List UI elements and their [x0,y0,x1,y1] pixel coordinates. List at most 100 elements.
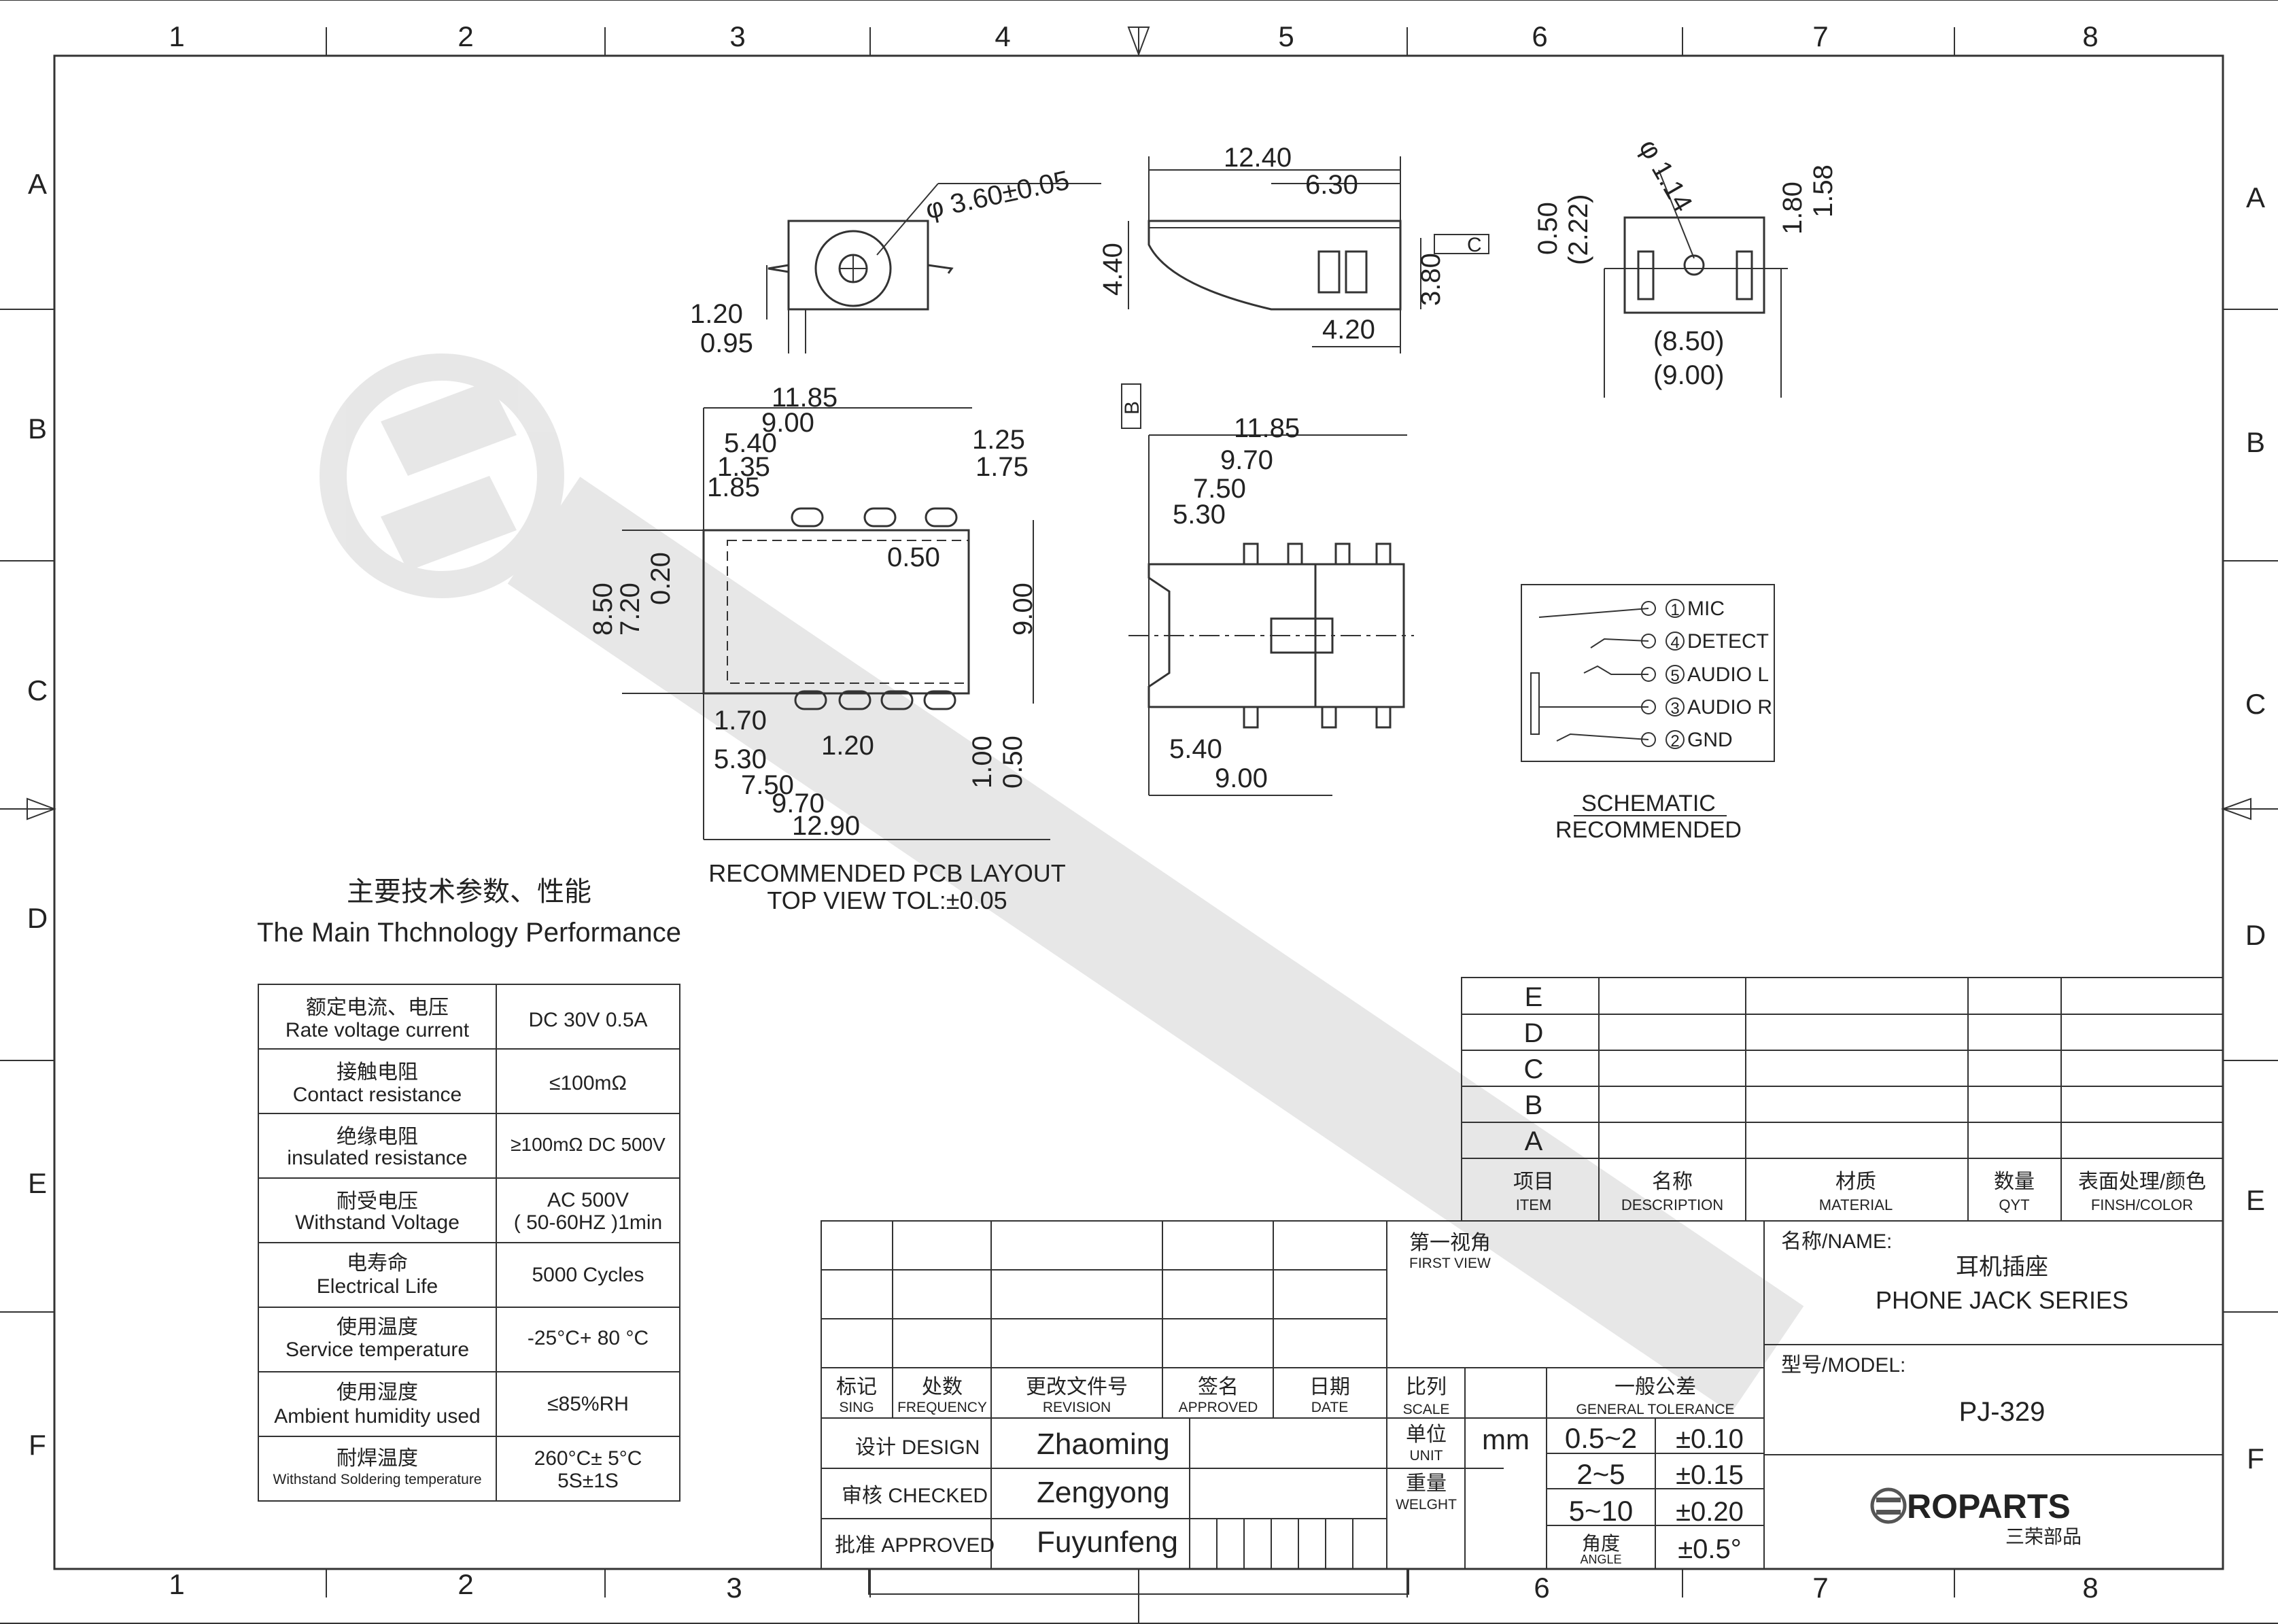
rev-header-en: DATE [1311,1400,1348,1415]
top-view-dims: B 11.85 9.70 7.50 5.30 5.40 9.00 [1121,401,1300,793]
spec-label-en: insulated resistance [287,1147,467,1169]
dim-pcb-bot-7: 1.00 [967,736,997,789]
unit-cn: 单位 [1406,1423,1447,1446]
col-label: 1 [169,1568,184,1600]
parts-header-cn: 项目 [1513,1171,1554,1193]
front-view-dims: φ 3.60±0.05 1.20 0.95 [690,165,1072,358]
dim-end-3: 1.80 [1778,182,1808,235]
weight-en: WELGHT [1396,1497,1457,1513]
pcb-caption-2: TOP VIEW TOL:±0.05 [767,886,1007,914]
col-label: 2 [458,20,473,52]
dim-pcb-bot-1: 1.70 [714,706,767,736]
spec-label-cn: 使用温度 [336,1316,418,1338]
design-name: Zhaoming [1037,1428,1170,1461]
dim-pcb-bot-3: 1.20 [821,731,874,761]
col-label: 4 [995,20,1010,52]
dim-pcb-mid-2: 0.20 [646,552,676,605]
parts-header-cn: 名称 [1652,1171,1693,1193]
dim-top-6: 9.00 [1215,763,1268,793]
pin-label: GND [1687,729,1733,751]
col-label: 5 [1278,20,1294,52]
spec-label-cn: 耐焊温度 [336,1447,418,1470]
spec-table-grid [258,984,680,1502]
spec-label-cn: 耐受电压 [336,1190,418,1213]
col-label: 8 [2082,1572,2098,1604]
parts-header-en: MATERIAL [1819,1196,1893,1213]
spec-value-2: 5S±1S [557,1470,619,1492]
dim-end-6: (9.00) [1653,360,1725,390]
spec-label-en: Withstand Voltage [295,1211,460,1234]
row-label: D [2245,919,2266,951]
dim-front-1: 1.20 [690,299,743,329]
parts-row-label: E [1525,982,1543,1012]
pin-label: AUDIO L [1687,663,1769,686]
spec-title: 主要技术参数、性能 The Main Thchnology Performanc… [257,877,681,948]
dim-pcb-bot-8: 0.50 [998,736,1028,789]
dim-pcb-top-4: 1.35 [717,452,770,482]
schematic [1521,584,1775,816]
pin-number: 2 [1670,732,1679,750]
pin-number: 1 [1670,601,1679,619]
parts-row-label: B [1525,1090,1543,1120]
dim-pcb-top-7: 1.75 [976,452,1029,482]
rev-header-cn: 日期 [1309,1376,1350,1398]
scale-cn: 比列 [1406,1376,1447,1398]
pcb-layout [622,407,1050,840]
parts-table-text: E D C B A 项目 ITEM 名称 DESCRIPTION 材质 MATE… [1513,982,2206,1213]
datum-c: C [1467,234,1482,256]
dim-pcb-bot-6: 12.90 [792,811,860,841]
rev-header-cn: 签名 [1198,1376,1239,1398]
spec-label-cn: 额定电流、电压 [306,997,449,1019]
dim-side-5: 4.20 [1322,315,1375,345]
dim-side-3: 4.40 [1098,243,1128,296]
rev-header-en: REVISION [1043,1400,1111,1415]
tol-value: ±0.15 [1676,1460,1744,1490]
pin-label: MIC [1687,598,1725,620]
pcb-caption-1: RECOMMENDED PCB LAYOUT [708,859,1065,887]
tol-value: ±0.20 [1676,1497,1744,1527]
grid-ticks [0,27,2278,1624]
dim-front-2: 0.95 [700,328,753,358]
spec-title-en: The Main Thchnology Performance [257,918,681,948]
unit-value: mm [1482,1423,1530,1455]
dim-front-dia: φ 3.60±0.05 [923,165,1072,225]
logo-text: ROPARTS [1907,1487,2071,1525]
col-label: 1 [169,20,184,52]
name-cn: 耳机插座 [1956,1254,2048,1280]
dim-end-1: 0.50 [1533,202,1563,255]
dim-top-2: 9.70 [1220,445,1273,475]
spec-label-en: Electrical Life [317,1275,438,1298]
signatures: 设计 DESIGN Zhaoming 审核 CHECKED Zengyong 批… [835,1428,1178,1559]
spec-value: ≤100mΩ [549,1072,627,1094]
dim-pcb-bot-4: 7.50 [741,770,794,800]
dim-pcb-top-2: 9.00 [761,408,814,438]
side-view-dims: 12.40 6.30 4.40 3.80 4.20 C [1098,143,1482,345]
spec-label-cn: 使用湿度 [336,1381,418,1404]
row-label: C [27,674,48,706]
title-block-grid [821,1220,2224,1595]
col-label: 6 [1534,1572,1549,1604]
checked-label: 审核 CHECKED [842,1485,988,1507]
parts-header-en: FINSH/COLOR [2091,1196,2193,1213]
parts-row-label: C [1524,1054,1544,1084]
first-view-cn: 第一视角 [1409,1232,1491,1254]
rev-header-en: FREQUENCY [897,1400,987,1415]
spec-value-2: ( 50-60HZ )1min [514,1211,662,1234]
angle-en: ANGLE [1580,1553,1621,1566]
pin-number: 5 [1670,667,1679,685]
design-label: 设计 DESIGN [855,1436,980,1459]
pin-number: 4 [1670,634,1679,652]
parts-header-cn: 数量 [1994,1171,2035,1193]
scale-en: SCALE [1403,1402,1450,1417]
spec-label-cn: 电寿命 [347,1252,408,1275]
dim-top-4: 5.30 [1173,500,1226,530]
row-label: E [2246,1184,2265,1216]
schematic-caption-1: SCHEMATIC [1581,791,1716,816]
spec-value: 260°C± 5°C [534,1447,642,1470]
col-label: 7 [1812,20,1828,52]
dim-side-1: 12.40 [1224,143,1292,173]
model-label: 型号/MODEL: [1781,1354,1905,1377]
dim-pcb-top-3: 5.40 [724,428,777,458]
spec-label-en: Contact resistance [293,1084,462,1106]
dim-end-2: (2.22) [1564,194,1593,266]
